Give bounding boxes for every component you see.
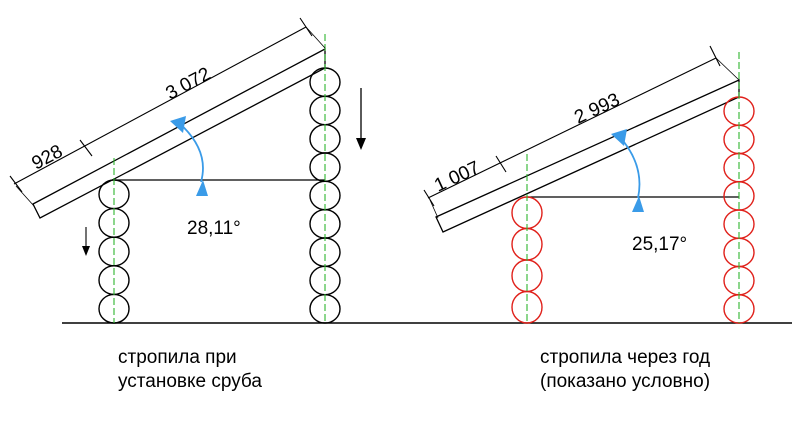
right-dim-tick-end (709, 45, 721, 67)
left-dimension-line (13, 26, 307, 185)
left-caption-line2: установке сруба (118, 371, 262, 392)
left-dim-eave-label: 928 (28, 141, 66, 174)
left-tall-log (309, 67, 341, 98)
left-caption-line1: стропила при (118, 347, 237, 368)
right-frame: 1 007 2 993 25,17° (423, 45, 755, 324)
right-dim-tick-start (423, 189, 435, 207)
right-tall-log (723, 96, 755, 126)
right-tall-log (723, 265, 755, 296)
left-dim-tick-mid (79, 139, 93, 157)
right-caption-line2: (показано условно) (540, 371, 711, 392)
right-dimension-line (427, 57, 717, 199)
left-dim-ext-end (305, 26, 326, 49)
right-dim-eave-label: 1 007 (431, 157, 483, 196)
left-settle-arrow-tall-head (356, 138, 366, 150)
right-dim-ext-end (715, 57, 740, 81)
left-caption: стропила при установке сруба (118, 346, 262, 394)
right-log-column-tall (723, 96, 755, 324)
right-tall-log (723, 124, 755, 155)
left-rafter (32, 47, 326, 219)
left-tall-log (309, 208, 341, 239)
left-dim-tick-start (9, 175, 23, 193)
left-tall-log (309, 237, 341, 268)
right-short-log (511, 196, 543, 230)
left-angle-arrow-top (170, 116, 186, 133)
right-angle-label: 25,17° (632, 234, 687, 255)
left-settle-arrow-short-head (82, 246, 90, 256)
right-dim-ext-start (429, 199, 439, 219)
left-dim-rafter-label: 3 072 (162, 64, 214, 105)
left-angle-arrow-bottom (196, 180, 208, 196)
left-dim-ext-start (15, 185, 35, 207)
right-caption-line1: стропила через год (540, 347, 711, 368)
right-angle-arrow-top (611, 129, 627, 146)
right-dim-tick-mid (495, 155, 507, 173)
left-frame: 928 3 072 28,11° (9, 17, 366, 324)
right-short-log (511, 290, 543, 324)
right-dim-rafter-label: 2 993 (571, 89, 623, 128)
left-angle-label: 28,11° (187, 218, 241, 239)
right-angle-arrow-bottom (632, 196, 644, 212)
right-caption: стропила через год (показано условно) (540, 346, 710, 394)
